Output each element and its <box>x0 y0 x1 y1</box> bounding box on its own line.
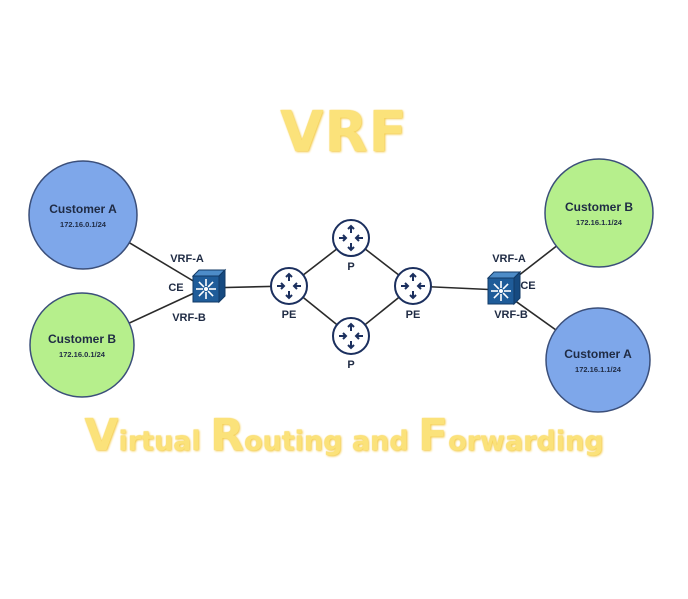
customer-name: Customer B <box>48 332 116 346</box>
customer-name: Customer A <box>564 347 632 361</box>
ce-right-switch-icon <box>486 270 522 306</box>
subtitle-part: F <box>418 410 449 461</box>
ce-left-label: CE <box>168 282 183 294</box>
left-vrf-b-label: VRF-B <box>172 312 206 324</box>
customer-subnet: 172.16.1.1/24 <box>576 218 623 227</box>
customer-name: Customer B <box>565 200 633 214</box>
customer-right-b-circle <box>544 158 654 268</box>
customer-name: Customer A <box>49 202 117 216</box>
p-bottom-label: P <box>347 359 354 371</box>
customer-right-a-circle <box>545 307 651 413</box>
subtitle-part: V <box>84 410 119 461</box>
p-top-router-icon <box>332 219 370 257</box>
right-vrf-b-label: VRF-B <box>494 309 528 321</box>
p-bottom-router-icon <box>332 317 370 355</box>
network-labels: CE CE PE PE P P VRF-A VRF-B VRF-A VRF-B <box>168 253 535 371</box>
subtitle-part: orwarding <box>448 426 604 457</box>
customer-left-b-circle <box>29 292 135 398</box>
customer-subnet: 172.16.0.1/24 <box>59 350 106 359</box>
left-vrf-a-label: VRF-A <box>170 253 204 265</box>
subtitle-part: irtual <box>118 426 211 457</box>
customer-subnet: 172.16.1.1/24 <box>575 365 622 374</box>
pe-right-router-icon <box>394 267 432 305</box>
customer-left-a-circle <box>28 160 138 270</box>
pe-left-router-icon <box>270 267 308 305</box>
ce-left-switch-icon <box>191 268 227 304</box>
pe-left-label: PE <box>282 309 297 321</box>
ce-right-label: CE <box>520 280 535 292</box>
subtitle-part: outing and <box>243 426 419 457</box>
customer-subnet: 172.16.0.1/24 <box>60 220 107 229</box>
right-vrf-a-label: VRF-A <box>492 253 526 265</box>
page-subtitle: Virtual Routing and Forwarding <box>0 410 688 461</box>
pe-right-label: PE <box>406 309 421 321</box>
page-title: VRF <box>280 100 408 165</box>
subtitle-part: R <box>210 410 244 461</box>
p-top-label: P <box>347 261 354 273</box>
